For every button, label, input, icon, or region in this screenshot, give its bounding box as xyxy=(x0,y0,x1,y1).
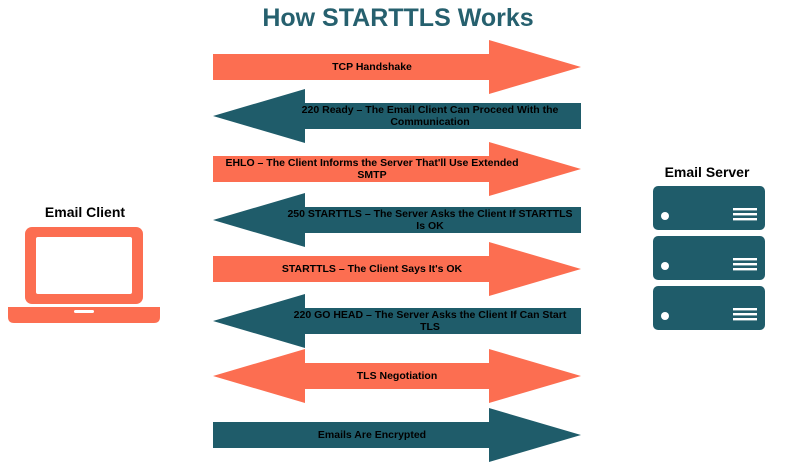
arrow-step-7-label: TLS Negotiation xyxy=(356,370,438,382)
arrow-step-8 xyxy=(213,408,581,462)
arrow-step-2-label: 220 Ready – The Email Client Can Proceed… xyxy=(301,104,559,128)
arrow-step-1 xyxy=(213,40,581,94)
arrow-step-2 xyxy=(213,89,581,143)
arrow-step-5 xyxy=(213,242,581,296)
diagram-title: How STARTTLS Works xyxy=(262,4,534,32)
arrow-step-8-label: Emails Are Encrypted xyxy=(317,429,427,441)
arrow-step-5-label: STARTTLS – The Client Says It's OK xyxy=(281,263,463,275)
email-server-label: Email Server xyxy=(664,164,750,180)
arrow-step-7 xyxy=(213,349,581,403)
arrow-step-3-label: EHLO – The Client Informs the Server Tha… xyxy=(225,157,519,181)
laptop-icon xyxy=(8,227,160,323)
arrow-step-1-label: TCP Handshake xyxy=(332,61,412,73)
server-stack-icon xyxy=(653,186,765,330)
arrow-step-3 xyxy=(213,142,581,196)
arrow-step-4 xyxy=(213,193,581,247)
arrow-step-6-label: 220 GO HEAD – The Server Asks the Client… xyxy=(293,309,567,333)
arrow-step-6 xyxy=(213,294,581,348)
arrow-step-4-label: 250 STARTTLS – The Server Asks the Clien… xyxy=(287,208,573,232)
email-client-label: Email Client xyxy=(44,204,126,220)
